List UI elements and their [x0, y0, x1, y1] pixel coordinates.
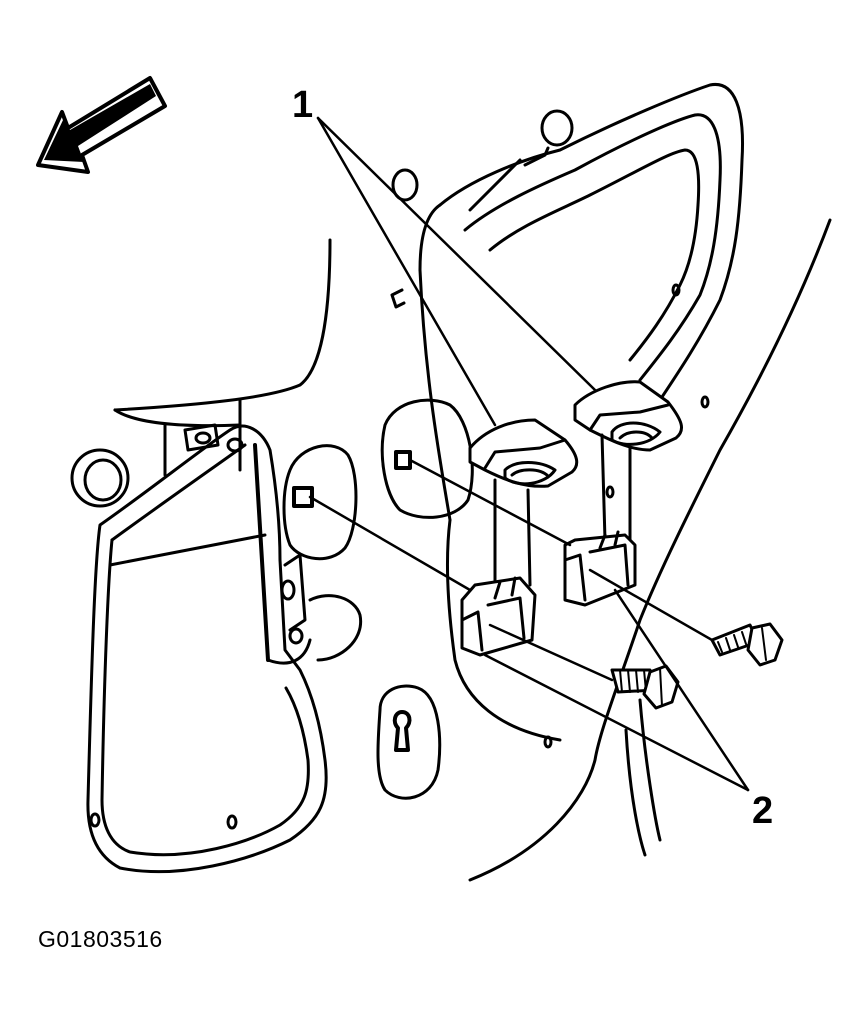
lower-hinge	[460, 418, 579, 657]
hinge-bolt-lower	[610, 664, 680, 710]
alignment-lines	[308, 458, 714, 682]
body-grommet	[70, 448, 130, 508]
keyhole-opening	[376, 684, 442, 800]
hinge-bolt-upper	[710, 622, 784, 667]
callout-2: 2	[752, 790, 774, 832]
door-inner-panel	[390, 82, 832, 882]
callout-1: 1	[292, 84, 314, 126]
figure-id: G01803516	[38, 926, 163, 952]
leader-lines	[316, 116, 750, 792]
upper-hinge	[563, 380, 684, 607]
body-pillar	[113, 238, 332, 477]
door-pocket	[380, 398, 474, 519]
arrow-up-left-icon	[36, 76, 167, 174]
body-hinge-plate	[86, 423, 363, 874]
